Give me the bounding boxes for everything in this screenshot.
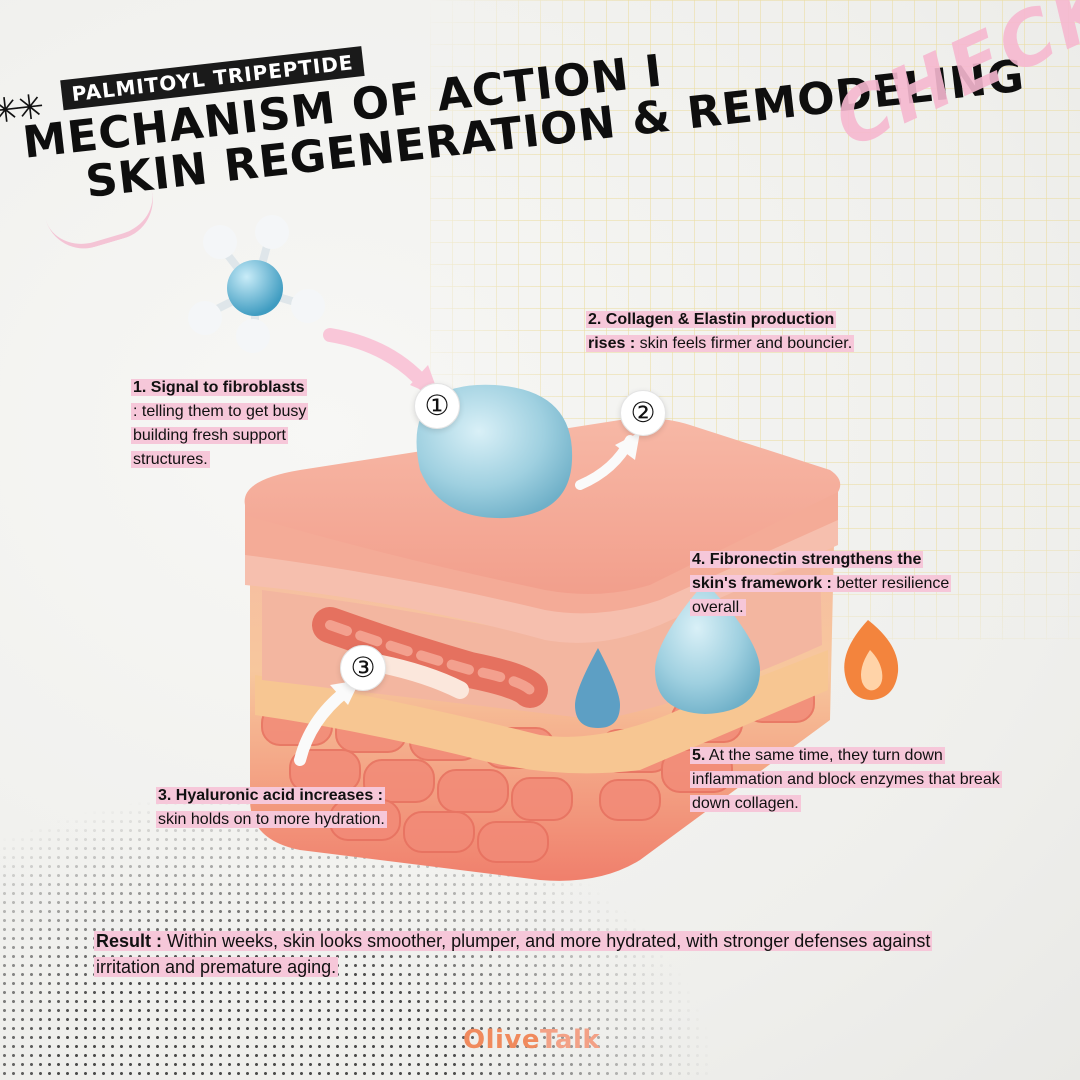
molecule-icon [188, 215, 325, 353]
droplet-icon-small [575, 648, 620, 728]
step-1-title: 1. Signal to fibroblasts [133, 379, 305, 396]
step-2-title: 2. Collagen & Elastin production rises : [588, 311, 835, 352]
step-2-text: skin feels firmer and bouncier. [639, 335, 853, 352]
step-1-label: 1. Signal to fibroblasts : telling them … [131, 379, 309, 468]
step-5-title: 5. [692, 747, 706, 764]
step-5-text: At the same time, they turn down inflamm… [692, 747, 1000, 812]
step-4-label: 4. Fibronectin strengthens the skin's fr… [690, 548, 965, 620]
step-1-badge: ① [414, 383, 460, 429]
arrow-white-3 [294, 686, 351, 766]
step-3-badge: ③ [340, 645, 386, 691]
step-2-label: 2. Collagen & Elastin production rises :… [586, 308, 876, 356]
brand-logo: OliveTalk [463, 1025, 601, 1055]
step-4-title: 4. Fibronectin strengthens the skin's fr… [692, 551, 922, 592]
step-1-text: telling them to get busy building fresh … [133, 403, 307, 468]
step-3-text: skin holds on to more hydration. [158, 811, 385, 828]
step-3-label: 3. Hyaluronic acid increases : skin hold… [156, 784, 396, 832]
arrow-pink [323, 328, 432, 392]
step-3-title: 3. Hyaluronic acid increases : [158, 787, 383, 804]
result-title: Result : [96, 931, 163, 951]
result-text: Within weeks, skin looks smoother, plump… [96, 931, 931, 977]
result-summary: Result : Within weeks, skin looks smooth… [94, 928, 954, 980]
step-2-badge: ② [620, 390, 666, 436]
step-5-label: 5. At the same time, they turn down infl… [690, 744, 1020, 816]
step-4-text: better resilience overall. [692, 575, 950, 616]
droplet-icon-large [655, 582, 760, 714]
